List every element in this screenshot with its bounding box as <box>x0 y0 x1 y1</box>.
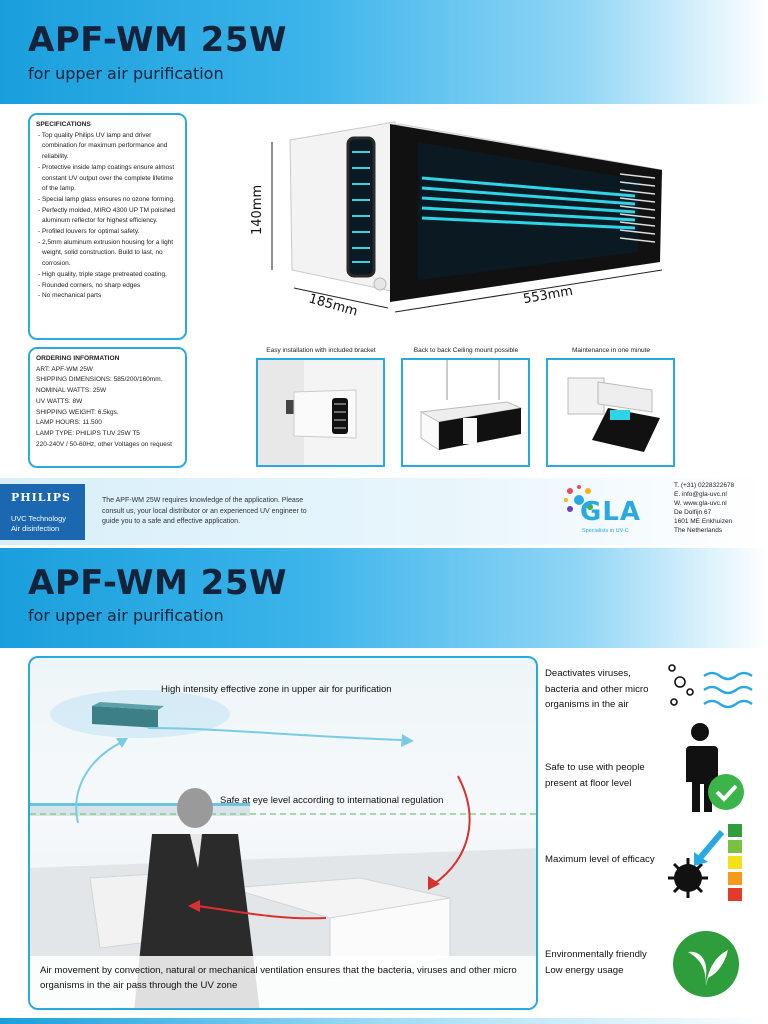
spec-item: - Profiled louvers for optimal safety. <box>38 228 140 236</box>
contact-city: 1601 ME Enkhuizen <box>674 517 733 525</box>
ordering-line: ART: APF-WM 25W <box>36 365 93 373</box>
specifications-heading: SPECIFICATIONS <box>36 121 91 128</box>
gla-name: GLA <box>580 497 642 527</box>
virus-wave-icon <box>668 664 753 709</box>
specifications-box: SPECIFICATIONS - Top quality Philips UV … <box>28 113 187 340</box>
bottom-accent-line <box>0 1018 768 1024</box>
ordering-heading: ORDERING INFORMATION <box>36 355 120 362</box>
header-band-bottom <box>0 548 768 648</box>
spec-item: - No mechanical parts <box>38 292 102 300</box>
thumb-bracket-image <box>256 358 385 467</box>
spec-item: - High quality, triple stage pretreated … <box>38 270 167 278</box>
spec-item: - Top quality Philips UV lamp and driver… <box>38 131 168 161</box>
philips-logo: PHILIPS UVC Technology Air disinfection <box>0 484 85 540</box>
product-drawing <box>271 121 663 313</box>
application-note: The APF-WM 25W requires knowledge of the… <box>102 497 307 526</box>
philips-brand: PHILIPS <box>11 491 71 504</box>
benefit-safe: Safe to use with people present at floor… <box>545 762 645 789</box>
spec-item: - Perfectly molded, MIRO 4300 UP TM poli… <box>38 206 176 225</box>
room-scene: High intensity effective zone in upper a… <box>28 656 538 1010</box>
uv-zone-label: High intensity effective zone in upper a… <box>161 684 392 695</box>
leaf-icon <box>673 931 739 997</box>
ordering-line: SHIPPING DIMENSIONS: 585/200/160mm. <box>36 376 163 384</box>
benefit-deactivates: Deactivates viruses, bacteria and other … <box>545 668 649 710</box>
spec-item: - 2,5mm aluminum extrusion housing for a… <box>38 238 174 268</box>
spec-item: - Protective inside lamp coatings ensure… <box>38 163 175 193</box>
contact-block: T. (+31) 0228322678 E. info@gla-uvc.nl W… <box>674 482 734 535</box>
philips-line1: UVC Technology <box>11 514 66 523</box>
eye-level-label: Safe at eye level according to internati… <box>220 795 444 806</box>
page-title: APF-WM 25W <box>28 20 287 60</box>
ordering-line: 220-240V / 50-60Hz, other Voltages on re… <box>36 440 172 448</box>
benefit-efficacy: Maximum level of efficacy <box>545 854 655 865</box>
contact-phone: T. (+31) 0228322678 <box>674 482 735 489</box>
height-dimension: 140mm <box>250 184 265 235</box>
info-band <box>0 478 768 545</box>
thumb-caption-maintenance: Maintenance in one minute <box>571 347 651 354</box>
ordering-line: LAMP HOURS: 11.500 <box>36 419 102 427</box>
scene-caption: Air movement by convection, natural or m… <box>40 965 517 991</box>
thumb-maintenance-image <box>546 358 675 467</box>
contact-street: De Dolfijn 67 <box>674 508 712 516</box>
thumb-caption-ceiling: Back to back Ceiling mount possible <box>413 347 519 354</box>
page-subtitle-2: for upper air purification <box>28 606 224 625</box>
ordering-line: LAMP TYPE: PHILIPS TUV 25W T5 <box>36 429 140 437</box>
spec-item: - Special lamp glass ensures no ozone fo… <box>38 195 175 203</box>
thumb-ceiling-image <box>401 358 530 467</box>
person-check-icon <box>686 723 744 812</box>
contact-email: E. info@gla-uvc.nl <box>674 490 727 498</box>
contact-country: The Netherlands <box>674 526 723 534</box>
gla-logo: GLA Specialists in UV-C <box>560 483 660 535</box>
ordering-line: SHIPPING WEIGHT: 6.5kgs. <box>36 408 119 416</box>
contact-web: W. www.gla-uvc.nl <box>674 499 727 507</box>
benefit-environment: Environmentally friendly Low energy usag… <box>545 949 647 976</box>
thumb-caption-bracket: Easy installation with included bracket <box>266 347 376 354</box>
philips-line2: Air disinfection <box>11 524 60 533</box>
ordering-line: UV WATTS: 8W <box>36 397 83 405</box>
spec-item: - Rounded corners, no sharp edges <box>38 281 141 289</box>
page-subtitle: for upper air purification <box>28 64 224 83</box>
gla-tagline: Specialists in UV-C <box>582 528 629 534</box>
ordering-line: NOMINAL WATTS: 25W <box>36 387 107 395</box>
page-title-2: APF-WM 25W <box>28 563 287 603</box>
efficacy-icon <box>668 824 742 901</box>
header-band-top <box>0 0 768 104</box>
ordering-box: ORDERING INFORMATION ART: APF-WM 25W SHI… <box>28 347 187 468</box>
gla-star-icon <box>564 485 593 512</box>
scene-illustration <box>30 690 536 1008</box>
